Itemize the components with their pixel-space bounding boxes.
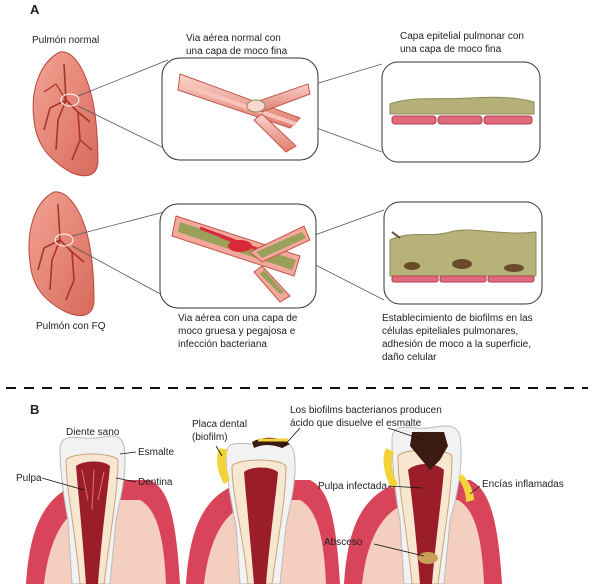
dentin-label: Dentina [138,477,173,488]
infected-pulp-label: Pulpa infectada [318,481,387,492]
healthy-tooth-icon [26,435,180,584]
plaque-label-line1: Placa dental [192,419,248,430]
cf-lung-icon [28,191,95,316]
abscess-label: Absceso [324,537,363,548]
cf-lung-label: Pulmón con FQ [36,321,106,332]
cf-airway-box [159,203,317,309]
healthy-tooth-label: Diente sano [66,427,120,438]
panel-b-letter: B [30,402,40,417]
cf-epithelium-label-line2: células epiteliales pulmonares, [382,326,519,337]
cf-epithelium-label-line4: daño celular [382,352,437,363]
cf-epithelium-box [383,201,543,305]
normal-epithelium-label: Capa epitelial pulmonar con una capa de … [400,30,524,56]
infected-tooth-icon [344,425,502,584]
cf-epithelium-label-line1: Establecimiento de biofilms en las [382,313,533,324]
cf-airway-label-line2: moco gruesa y pegajosa e [178,326,296,337]
enamel-label: Esmalte [138,447,175,458]
normal-airway-label: Via aérea normal con una capa de moco fi… [186,32,287,58]
plaque-label: Placa dental (biofilm) [192,418,247,444]
plaque-label-line2: (biofilm) [192,432,228,443]
normal-lung-icon [32,51,99,177]
plaque-tooth-icon [186,437,340,584]
normal-airway-box [161,57,319,161]
normal-lung-label: Pulmón normal [32,35,100,46]
acid-note-label: Los biofilms bacterianos producen ácido … [290,404,442,430]
pulp-label: Pulpa [16,473,42,484]
cf-airway-label-line1: Via aérea con una capa de [178,313,298,324]
normal-epithelium-label-line1: Capa epitelial pulmonar con [400,31,524,42]
normal-airway-label-line1: Via aérea normal con [186,33,281,44]
inflamed-gums-label: Encías inflamadas [482,479,564,490]
normal-epithelium-label-line2: una capa de moco fina [400,44,502,55]
cf-epithelium-label-line3: adhesión de moco a la superficie, [382,339,531,350]
acid-note-line1: Los biofilms bacterianos producen [290,405,442,416]
cf-airway-label: Via aérea con una capa de moco gruesa y … [178,312,297,351]
cf-airway-label-line3: infección bacteriana [178,339,267,350]
normal-epithelium-box [381,61,541,163]
panel-a-letter: A [30,2,40,17]
normal-airway-label-line2: una capa de moco fina [186,46,288,57]
panel-b-leader-lines [41,427,481,557]
acid-note-line2: ácido que disuelve el esmalte [290,418,422,429]
cf-epithelium-label: Establecimiento de biofilms en las célul… [382,312,533,364]
